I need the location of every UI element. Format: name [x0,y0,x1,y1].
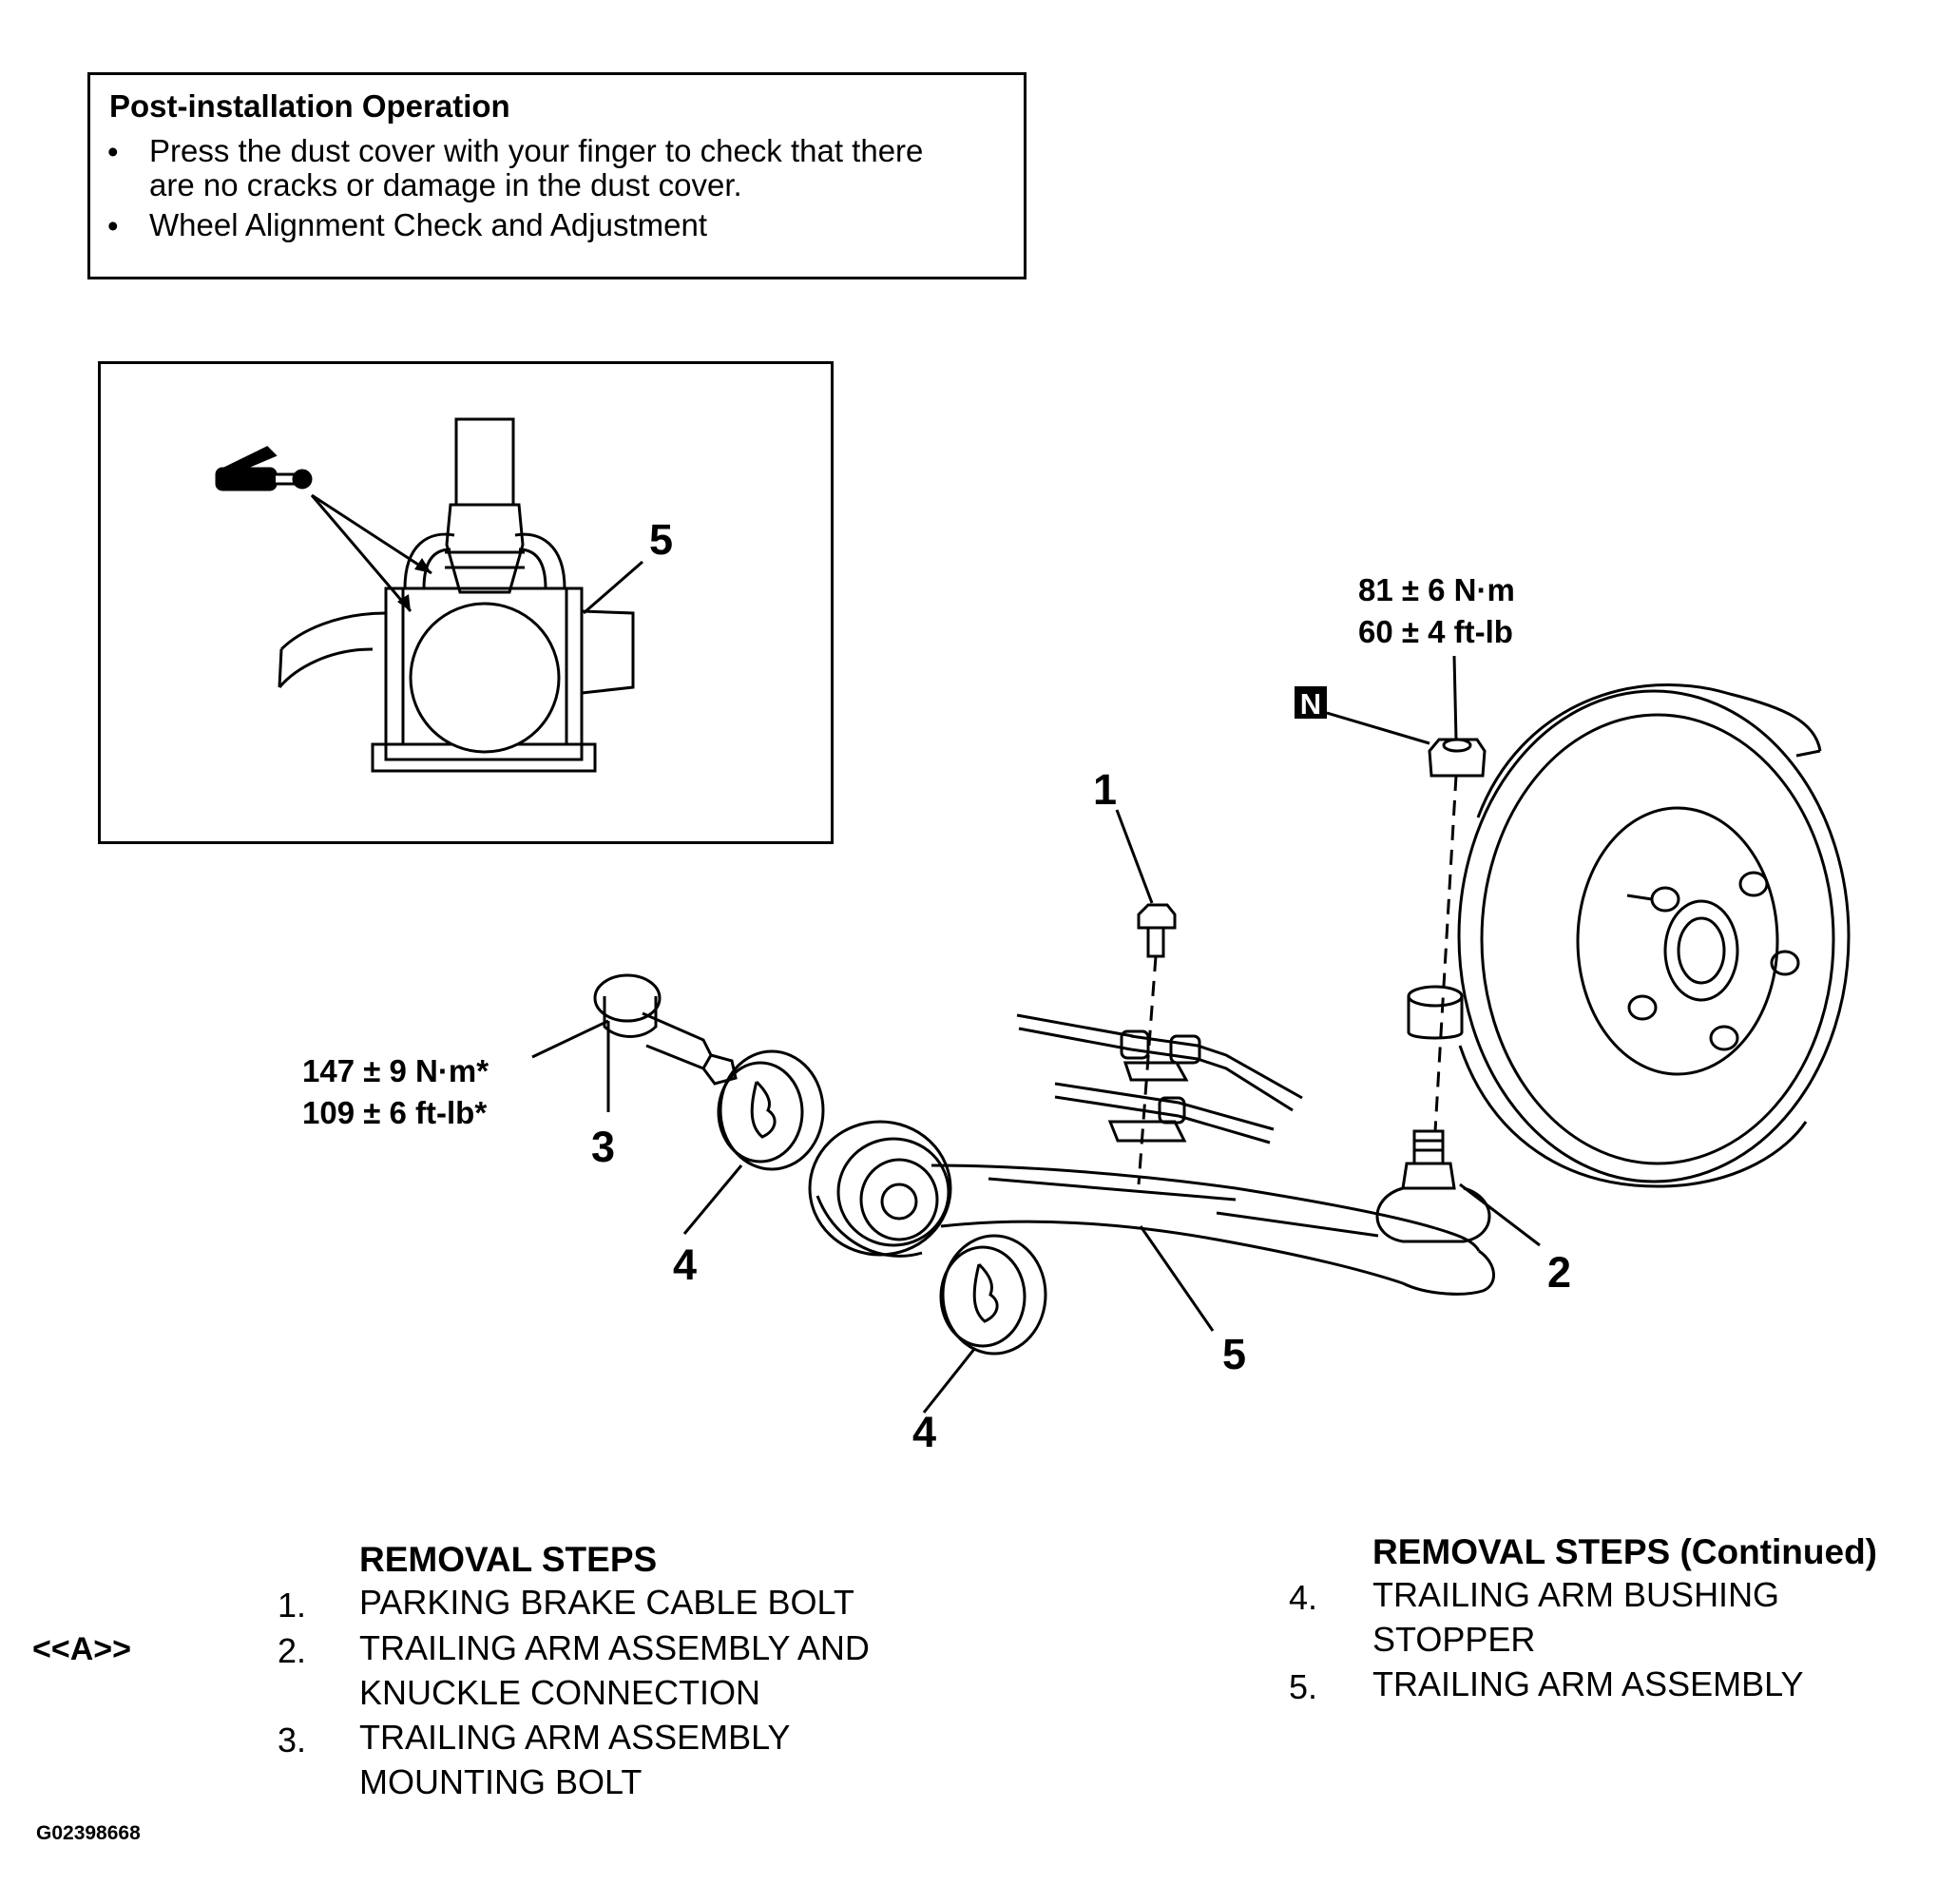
post-installation-title: Post-installation Operation [109,88,510,124]
bullet-marker: • [107,208,119,243]
grease-gun-icon [215,446,313,491]
callout-1: 1 [1093,765,1117,814]
step-1-number: 1. [278,1586,307,1625]
inset-label-5: 5 [649,515,673,564]
ball-joint-cross-section: 5 [215,417,673,773]
bullet-1-line1: Press the dust cover with your finger to… [149,133,924,168]
post-installation-box: Post-installation Operation • Press the … [87,72,1027,279]
step-3-text-line1: TRAILING ARM ASSEMBLY [359,1718,791,1757]
bullet-2-line1: Wheel Alignment Check and Adjustment [149,207,707,242]
step-5-number: 5. [1289,1667,1318,1706]
bushing-stopper-lower [939,1234,1047,1356]
step-3-number: 3. [278,1721,307,1760]
bolt-torque-ftlb: 109 ± 6 ft-lb* [302,1095,487,1130]
step-4-text-line1: TRAILING ARM BUSHING [1372,1575,1780,1614]
bushing-stopper-upper [717,1049,825,1171]
trailing-arm-exploded-view: N 81 ± 6 N·m 60 ± 4 ft-lb 147 ± 9 N·m* 1… [302,572,1851,1456]
callout-5: 5 [1222,1330,1246,1378]
trailing-arm-mounting-bolt [593,973,738,1086]
removal-steps-continued-heading: REMOVAL STEPS (Continued) [1372,1532,1878,1571]
brake-disc-assembly [1407,683,1851,1188]
ball-joint [1375,1129,1491,1243]
step-2-text-line2: KNUCKLE CONNECTION [359,1673,761,1712]
self-locking-nut [1428,738,1487,778]
parking-brake-cables [1016,1013,1303,1144]
callout-4b: 4 [912,1408,936,1456]
step-2-text-line1: TRAILING ARM ASSEMBLY AND [359,1628,870,1667]
bullet-marker: • [107,134,119,169]
callout-2: 2 [1547,1248,1571,1297]
step-1-text: PARKING BRAKE CABLE BOLT [359,1583,854,1622]
bolt-torque-nm: 147 ± 9 N·m* [302,1053,489,1088]
step-2-number: 2. [278,1631,307,1670]
step-4-text-line2: STOPPER [1372,1620,1536,1659]
callout-4a: 4 [673,1240,697,1289]
parking-brake-cable-bolt [1137,903,1177,958]
removal-steps-heading: REMOVAL STEPS [359,1540,658,1579]
nut-torque-ftlb: 60 ± 4 ft-lb [1358,614,1513,649]
step-5-text: TRAILING ARM ASSEMBLY [1372,1664,1804,1703]
n-symbol-box [1295,686,1327,719]
step-3-text-line2: MOUNTING BOLT [359,1762,643,1801]
trailing-arm [808,1120,1495,1296]
step-4-number: 4. [1289,1578,1318,1617]
bullet-1-line2: are no cracks or damage in the dust cove… [149,167,742,202]
nut-torque-nm: 81 ± 6 N·m [1358,572,1515,607]
n-symbol: N [1300,687,1321,721]
figure-id: G02398668 [36,1822,141,1844]
ball-joint-inset: 5 [98,361,834,844]
callout-3: 3 [591,1123,615,1171]
reference-a: <<A>> [32,1631,131,1667]
